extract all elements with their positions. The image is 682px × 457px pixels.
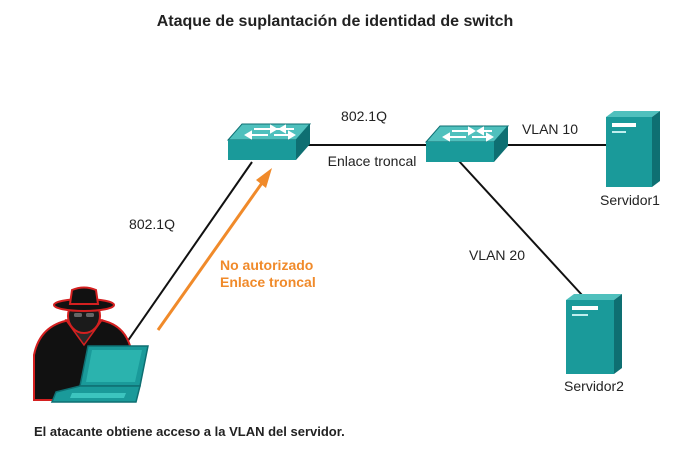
trunk-link-label: Enlace troncal — [328, 153, 417, 169]
dot1q-top-label: 802.1Q — [341, 108, 387, 124]
laptop-icon — [50, 345, 149, 403]
server-icon — [606, 111, 660, 187]
diagram-title: Ataque de suplantación de identidad de s… — [157, 13, 514, 30]
dot1q-left-label: 802.1Q — [129, 216, 175, 232]
vlan10-label: VLAN 10 — [522, 121, 578, 137]
unauthorized-label-line2: Enlace troncal — [220, 274, 316, 290]
vlan20-label: VLAN 20 — [469, 247, 525, 263]
unauthorized-trunk-arrow — [156, 182, 264, 331]
arrow-head — [256, 168, 272, 188]
unauthorized-label-line1: No autorizado — [220, 257, 313, 273]
server1-label: Servidor1 — [600, 192, 660, 208]
switch-icon — [424, 125, 510, 162]
server2-label: Servidor2 — [564, 378, 624, 394]
caption: El atacante obtiene acceso a la VLAN del… — [34, 424, 345, 439]
server-icon — [566, 294, 622, 374]
link-switch2-server2 — [457, 159, 583, 296]
link-attacker-switch1 — [117, 161, 253, 356]
switch-icon — [226, 123, 312, 160]
